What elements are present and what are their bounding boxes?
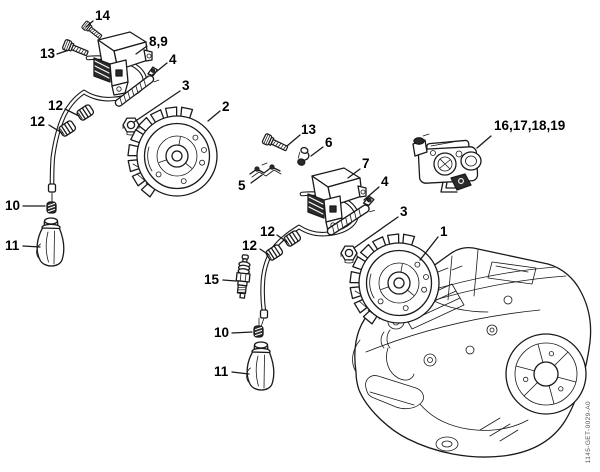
ignition-wire-left-drawing <box>47 55 147 202</box>
drawing-code: 1145-GET-0029-A0 <box>581 396 595 468</box>
callout-12-left-a: 12 <box>48 98 64 113</box>
callout-3-left: 3 <box>182 78 190 93</box>
callout-12-middle-a: 12 <box>260 224 276 239</box>
screw-13-left-drawing <box>61 38 90 59</box>
grommet-12-left-a-drawing <box>75 103 96 122</box>
callout-1: 1 <box>440 224 448 239</box>
flywheel-1-drawing <box>349 233 440 325</box>
callout-3-middle: 3 <box>400 204 408 219</box>
callout-11-middle: 11 <box>214 364 229 379</box>
callout-16-17-18-19: 16,17,18,19 <box>494 118 566 133</box>
callout-2: 2 <box>222 99 230 114</box>
clip-6-drawing <box>297 146 310 166</box>
callout-10-left: 10 <box>5 198 21 213</box>
carburetor-drawing <box>412 133 482 193</box>
nut-3-middle-drawing <box>340 245 358 264</box>
grommet-12-middle-a-drawing <box>282 229 303 248</box>
spark-plug-boot-11-left-drawing <box>35 217 65 267</box>
callout-11-left: 11 <box>5 238 20 253</box>
drawing-code-text: 1145-GET-0029-A0 <box>584 400 592 464</box>
callout-5: 5 <box>238 178 246 193</box>
callout-10-middle: 10 <box>214 325 230 340</box>
flywheel-2-drawing <box>127 106 218 198</box>
callout-13-middle: 13 <box>301 122 317 137</box>
callout-12-middle-b: 12 <box>242 238 258 253</box>
ignition-module-7-drawing <box>307 167 367 232</box>
callout-4-middle: 4 <box>381 174 389 189</box>
spark-plug-boot-11-middle-drawing <box>245 341 275 391</box>
callout-12-left-b: 12 <box>30 114 46 129</box>
callout-7: 7 <box>362 156 370 171</box>
callout-13-left: 13 <box>40 46 56 61</box>
callout-6: 6 <box>325 135 333 150</box>
screw-13-middle-drawing <box>261 132 290 154</box>
leader-lines <box>22 20 492 375</box>
callout-15: 15 <box>204 272 220 287</box>
callout-4-left: 4 <box>169 52 177 67</box>
callout-8-9: 8,9 <box>149 34 168 49</box>
contact-bracket-5-drawing <box>249 162 282 178</box>
screw-14-drawing <box>80 20 104 42</box>
spring-10-left-drawing <box>46 193 57 214</box>
spark-plug-15-drawing <box>233 253 253 300</box>
spring-10-middle-drawing <box>253 317 264 338</box>
callout-14: 14 <box>95 8 111 23</box>
